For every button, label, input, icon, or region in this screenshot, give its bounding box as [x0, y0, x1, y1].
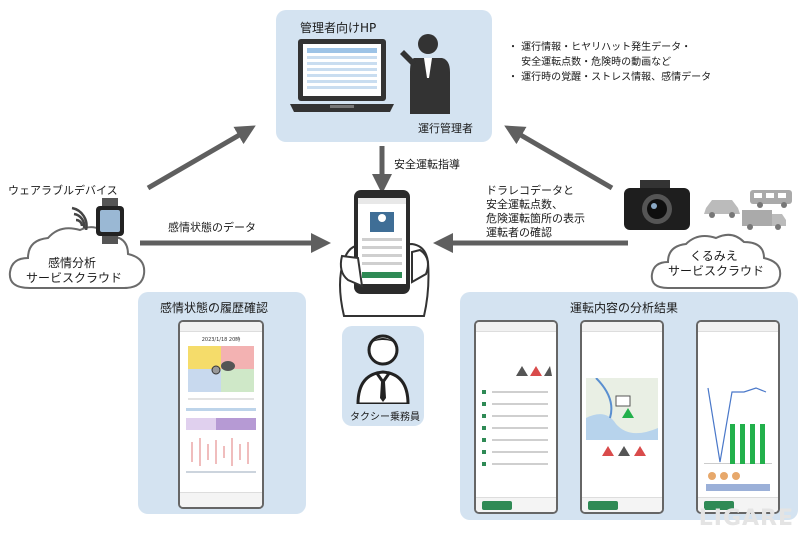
info-bullet-2: 安全運転点数・危険時の動画など — [508, 57, 672, 68]
history-divider — [188, 398, 254, 400]
manager-person-icon — [400, 34, 450, 114]
route-map — [586, 378, 658, 440]
drarecord-line3: 危険運転箇所の表示 — [486, 212, 585, 225]
phone-footer — [582, 497, 662, 512]
info-bullet-1: ・ 運行情報・ヒヤリハット発生データ・ — [508, 42, 692, 53]
drarecord-line4: 運転者の確認 — [486, 226, 552, 239]
score-face-icons — [706, 472, 770, 491]
arrow-wearable-to-admin — [146, 125, 256, 191]
arrow-kurumie-to-admin — [504, 125, 614, 191]
event-list — [482, 390, 548, 466]
manager-label: 運行管理者 — [418, 122, 473, 135]
emotion-cloud-line2: サービスクラウド — [26, 271, 123, 285]
info-bullet-3: ・ 運行時の覚醒・ストレス情報、感情データ — [508, 72, 712, 83]
phone-status-bar — [582, 322, 662, 332]
wifi-signal-icon — [71, 206, 88, 230]
watermark-logo: LIGARE — [698, 506, 794, 531]
drarecord-line1: ドラレコデータと — [486, 184, 574, 197]
taxi-driver-icon — [356, 334, 410, 404]
taxi-driver-label: タクシー乗務員 — [350, 412, 420, 423]
kurumie-cloud — [650, 233, 782, 289]
diagnosis-button — [704, 501, 734, 510]
analysis-phone-chart — [696, 320, 780, 514]
emotion-quadrant-chart — [188, 346, 254, 392]
kurumie-cloud-line1: くるみえ — [690, 249, 738, 263]
emotion-history-phone: 2023/1/18 20時 — [178, 320, 264, 509]
safety-guidance-label: 安全運転指導 — [394, 158, 460, 171]
hand-phone-illustration — [339, 190, 430, 317]
history-timeline-chart — [186, 408, 256, 473]
phone-footer — [476, 497, 556, 512]
dashcam-icon — [624, 180, 690, 230]
analysis-title: 運転内容の分析結果 — [570, 301, 679, 315]
laptop-icon — [290, 39, 394, 112]
smartwatch-icon — [96, 198, 124, 244]
diagnosis-button — [588, 501, 618, 510]
score-bar-chart — [704, 387, 772, 464]
phone-status-bar — [698, 322, 778, 332]
phone-status-bar — [476, 322, 556, 332]
analysis-phone-list — [474, 320, 558, 514]
diagnosis-button — [482, 501, 512, 510]
wearable-label: ウェアラブルデバイス — [8, 184, 118, 197]
drarecord-line2: 安全運転点数、 — [486, 198, 563, 211]
kurumie-cloud-line2: サービスクラウド — [668, 264, 765, 278]
vehicles-icon — [704, 190, 792, 230]
analysis-phone-map — [580, 320, 664, 514]
phone-status-bar — [180, 322, 262, 332]
history-date: 2023/1/18 20時 — [201, 337, 241, 343]
emotion-history-title: 感情状態の履歴確認 — [160, 301, 269, 315]
emotion-cloud-line1: 感情分析 — [48, 256, 97, 270]
driving-score-badges — [516, 366, 552, 376]
map-warning-icons — [602, 446, 646, 456]
emotion-data-label: 感情状態のデータ — [168, 221, 256, 234]
info-bullet-list: ・ 運行情報・ヒヤリハット発生データ・ 安全運転点数・危険時の動画など ・ 運行… — [508, 40, 711, 85]
admin-hp-title: 管理者向けHP — [300, 21, 377, 35]
phone-footer — [698, 497, 778, 512]
phone-footer — [180, 492, 262, 507]
